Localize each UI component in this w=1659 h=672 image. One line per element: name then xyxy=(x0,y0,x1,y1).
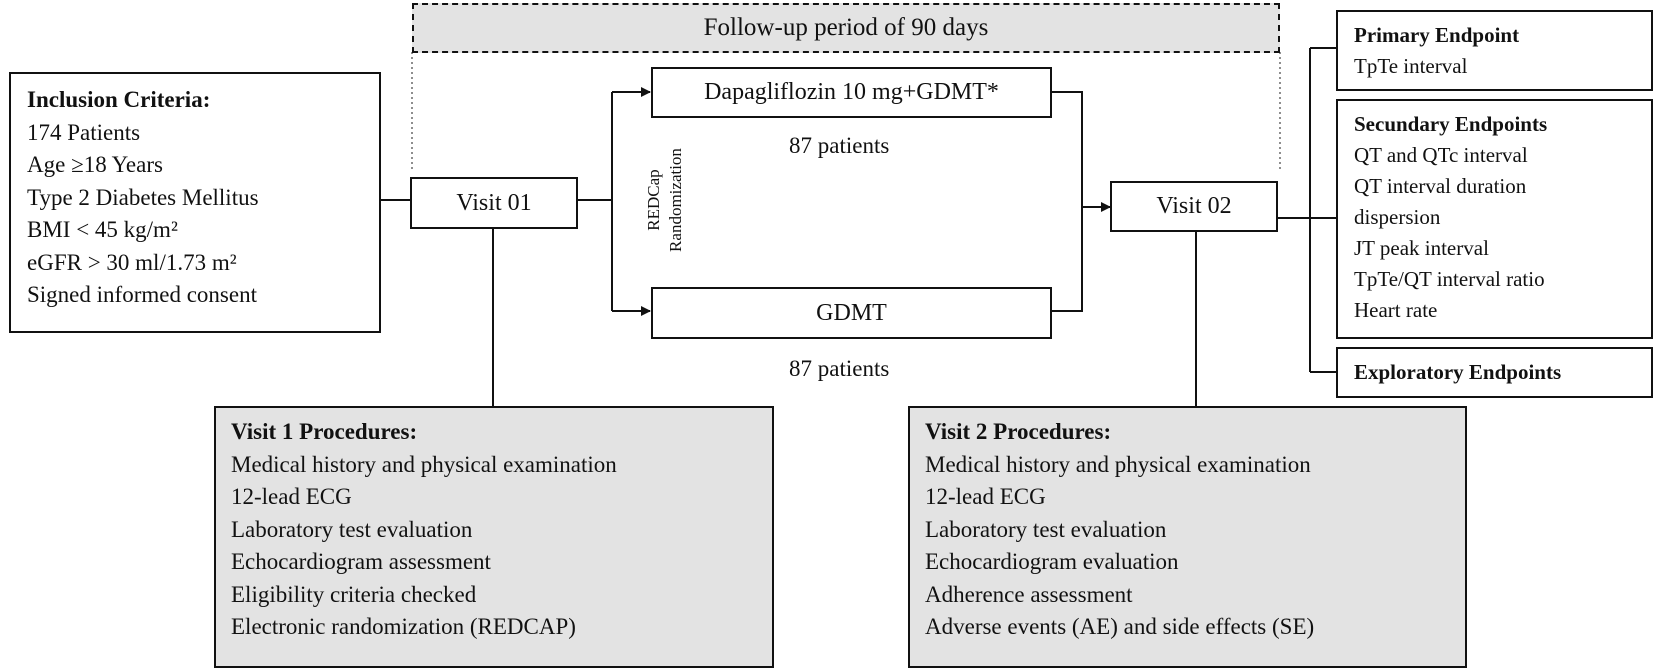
treatment-arm-to-merge-line xyxy=(1052,91,1083,312)
inclusion-item: 174 Patients xyxy=(27,119,141,145)
secondary-endpoints-box: Secundary Endpoints QT and QTc interval … xyxy=(1336,99,1653,339)
secondary-endpoint-item: QT and QTc interval xyxy=(1354,143,1528,167)
inclusion-criteria-title: Inclusion Criteria: xyxy=(27,87,211,112)
visit-2-procedure-item: Medical history and physical examination xyxy=(925,451,1311,477)
visit-1-procedure-item: Electronic randomization (REDCAP) xyxy=(231,614,576,639)
exploratory-endpoints-box: Exploratory Endpoints xyxy=(1336,347,1653,398)
visit-1-procedures-title: Visit 1 Procedures: xyxy=(231,419,418,444)
treatment-arm-box: Dapagliflozin 10 mg+GDMT* xyxy=(651,67,1052,118)
exploratory-endpoints-title: Exploratory Endpoints xyxy=(1354,360,1562,384)
secondary-endpoint-item: dispersion xyxy=(1354,205,1441,229)
redcap-randomization-label: REDCap Randomization xyxy=(643,135,687,265)
secondary-endpoint-item: JT peak interval xyxy=(1354,236,1489,260)
visit-2-procedure-item: Adherence assessment xyxy=(925,581,1133,607)
control-arm-label: GDMT xyxy=(816,299,887,326)
inclusion-item: Age ≥18 Years xyxy=(27,152,163,177)
visit-2-procedure-item: Adverse events (AE) and side effects (SE… xyxy=(925,614,1315,639)
visit-2-procedure-item: Laboratory test evaluation xyxy=(925,516,1167,542)
visit-1-procedure-item: Laboratory test evaluation xyxy=(231,516,473,542)
treatment-arm-label: Dapagliflozin 10 mg+GDMT* xyxy=(704,79,999,105)
secondary-endpoints-title: Secundary Endpoints xyxy=(1354,112,1548,136)
control-arm-box: GDMT xyxy=(651,287,1052,339)
randomization-line-2: Randomization xyxy=(666,148,685,252)
visit-2-procedures-title: Visit 2 Procedures: xyxy=(925,419,1112,444)
visit-2-procedures-box: Visit 2 Procedures: Medical history and … xyxy=(908,406,1467,668)
visit-2-procedure-item: Echocardiogram evaluation xyxy=(925,549,1179,574)
visit-1-procedure-item: Medical history and physical examination xyxy=(231,451,617,477)
randomization-line-1: REDCap xyxy=(644,169,663,231)
visit-02-label: Visit 02 xyxy=(1156,193,1232,219)
secondary-endpoint-item: Heart rate xyxy=(1354,298,1438,322)
visit-1-procedure-item: Echocardiogram assessment xyxy=(231,549,491,574)
primary-endpoint-box: Primary Endpoint TpTe interval xyxy=(1336,10,1653,91)
visit-01-box: Visit 01 xyxy=(410,177,578,229)
primary-endpoint-item: TpTe interval xyxy=(1354,54,1468,78)
secondary-endpoint-item: QT interval duration xyxy=(1354,174,1527,198)
visit-2-procedure-item: 12-lead ECG xyxy=(925,484,1046,509)
inclusion-item: Type 2 Diabetes Mellitus xyxy=(27,184,259,210)
visit-1-procedures-box: Visit 1 Procedures: Medical history and … xyxy=(214,406,774,668)
visit-1-procedure-item: 12-lead ECG xyxy=(231,484,352,509)
primary-endpoint-title: Primary Endpoint xyxy=(1354,23,1520,47)
follow-up-period-banner: Follow-up period of 90 days xyxy=(412,3,1280,53)
follow-up-label: Follow-up period of 90 days xyxy=(703,14,989,41)
control-arm-patients: 87 patients xyxy=(789,356,890,381)
inclusion-item: eGFR > 30 ml/1.73 m² xyxy=(27,249,237,275)
inclusion-item: BMI < 45 kg/m² xyxy=(27,217,178,242)
secondary-endpoint-item: TpTe/QT interval ratio xyxy=(1354,267,1545,291)
visit-01-label: Visit 01 xyxy=(456,189,532,216)
inclusion-item: Signed informed consent xyxy=(27,282,257,307)
visit-1-procedure-item: Eligibility criteria checked xyxy=(231,581,477,607)
visit-02-box: Visit 02 xyxy=(1110,181,1278,232)
inclusion-criteria-box: Inclusion Criteria: 174 Patients Age ≥18… xyxy=(9,72,381,333)
treatment-arm-patients: 87 patients xyxy=(789,133,890,158)
